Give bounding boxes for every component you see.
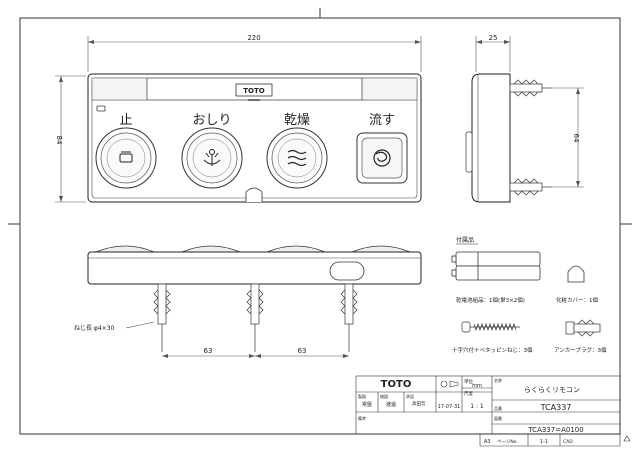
unit-value: mm <box>472 383 482 389</box>
sig3-value: 高田哲 <box>412 400 426 407</box>
sig1-value: 常盤 <box>362 401 372 408</box>
bottom-body <box>87 251 422 285</box>
dimension-pitch-1: 63 <box>204 347 213 355</box>
stop-button[interactable] <box>95 127 157 189</box>
battery-pack-icon <box>451 251 541 281</box>
sheet-size: A3 <box>484 439 491 445</box>
drawing-date: 17-07-31 <box>438 404 461 410</box>
page-value: 1-1 <box>540 439 548 445</box>
drawing-number-value: TCA337=A0100 <box>527 426 583 434</box>
dimension-anchor-pitch: 64 <box>572 134 580 143</box>
bottom-anchor-2 <box>246 283 264 352</box>
oshiri-button[interactable] <box>181 127 243 189</box>
dryer-wave-icon <box>287 149 307 167</box>
dimension-height: 84 <box>55 136 63 145</box>
name-value: らくらくリモコン <box>524 386 580 394</box>
cover-cap-icon <box>567 265 585 283</box>
bidet-spray-icon <box>203 149 221 166</box>
side-anchor-bottom <box>509 178 552 196</box>
screw-callout: ねじ長 φ4×30 <box>74 325 115 332</box>
side-anchor-top <box>509 79 552 97</box>
side-body <box>471 73 511 203</box>
label-kansou: 乾燥 <box>284 113 310 128</box>
scale-label: 尺度 <box>464 390 473 397</box>
title-block <box>355 375 621 447</box>
sig2-value: 渡邊 <box>386 401 396 408</box>
cad-label: CAD <box>563 439 573 445</box>
tapping-screw-icon <box>461 321 520 333</box>
model-label: 品番 <box>494 405 502 411</box>
toto-logo: TOTO <box>243 87 265 95</box>
sig3-label: 承認 <box>406 393 414 399</box>
label-oshiri: おしり <box>192 113 231 128</box>
sig1-label: 製図 <box>358 393 366 399</box>
name-label: 名称 <box>494 377 502 383</box>
bottom-view: ねじ長 φ4×30 63 63 <box>74 245 422 358</box>
dry-button[interactable] <box>266 127 328 189</box>
front-view: 220 84 TOTO 止 おしり 乾燥 流す <box>55 34 422 203</box>
flush-swirl-icon <box>373 149 391 167</box>
accessories-heading: 付属品 <box>456 236 474 244</box>
unit-label: 単位 <box>464 378 473 385</box>
dimension-width: 220 <box>247 34 260 42</box>
projection-symbol-icon <box>440 380 459 388</box>
sig2-label: 検図 <box>380 393 388 399</box>
bottom-anchor-1 <box>153 283 171 352</box>
model-value: TCA337 <box>540 403 572 412</box>
accessory-anchor: アンカープラグ：3個 <box>554 346 607 354</box>
revision-triangle-icon <box>623 435 631 442</box>
accessory-battery: 乾電池組品：1個(単3×2個) <box>456 296 525 304</box>
dimension-pitch-2: 63 <box>298 347 307 355</box>
bottom-anchor-3 <box>340 283 358 352</box>
battery-icon <box>96 105 106 112</box>
label-nagasu: 流す <box>369 113 395 128</box>
accessory-cover: 化粧カバー：1個 <box>556 296 598 304</box>
drawing-number-label: 図番 <box>494 415 502 421</box>
anchor-plug-icon <box>565 319 601 337</box>
dimension-depth: 25 <box>489 34 498 42</box>
label-stop: 止 <box>119 113 132 128</box>
bottom-notch <box>245 187 263 202</box>
logo-plate <box>235 83 273 97</box>
flush-button-profile <box>329 261 365 281</box>
side-button-profile <box>465 131 473 173</box>
scale-value: 1 : 1 <box>470 403 484 410</box>
accessories: 付属品 乾電池組品：1個(単3×2個) 化粧カバー：1個 十字穴付ナベタッピンね… <box>451 236 607 354</box>
flush-button[interactable] <box>356 132 408 184</box>
remarks-label: 備考 <box>358 415 366 421</box>
title-brand: TOTO <box>381 379 412 390</box>
stop-icon <box>119 153 133 163</box>
side-view: 25 64 <box>465 34 584 203</box>
page-label: ページNo. <box>497 439 518 445</box>
accessory-screw: 十字穴付ナベタッピンねじ：3個 <box>452 346 533 354</box>
